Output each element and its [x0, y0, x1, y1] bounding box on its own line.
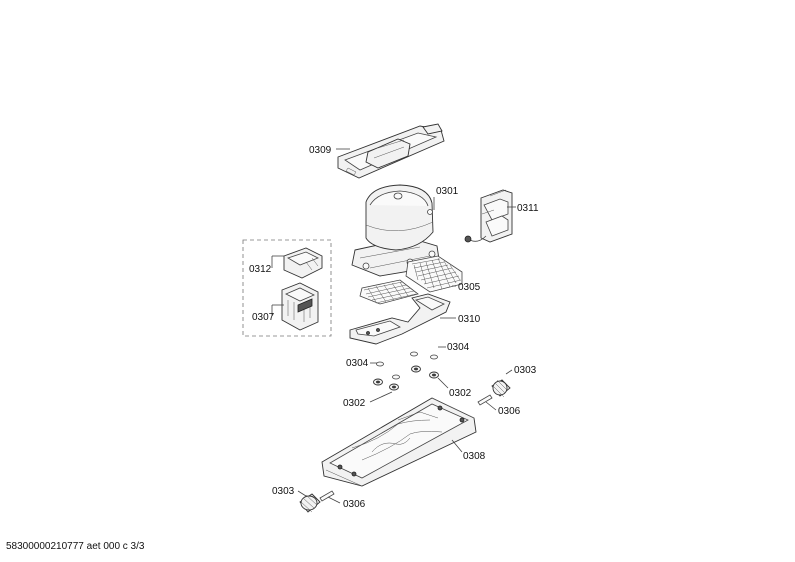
part-0304-washers: [376, 351, 438, 380]
kit-dashed-box: [242, 239, 332, 337]
label-0303-right: 0303: [514, 365, 537, 376]
part-0303-roller-left: [299, 493, 321, 513]
label-0304-right: 0304: [447, 342, 470, 353]
part-0308-base-plate: [321, 397, 477, 487]
leader-0306-right: [485, 401, 497, 411]
label-0311: 0311: [517, 203, 539, 214]
part-0305-grille-mat: [359, 255, 463, 305]
leader-0303-right: [505, 369, 513, 375]
leader-0302-right: [437, 377, 449, 389]
document-id-footer: 58300000210777 aet 000 c 3/3: [6, 541, 145, 552]
label-0306-right: 0306: [498, 406, 521, 417]
label-0301: 0301: [436, 186, 459, 197]
label-0310: 0310: [458, 314, 481, 325]
label-0308: 0308: [463, 451, 486, 462]
part-0310-drip-tray: [349, 293, 451, 345]
part-0306-axle-right: [477, 394, 493, 406]
label-0302-right: 0302: [449, 388, 472, 399]
label-0306-left: 0306: [343, 499, 366, 510]
label-0304-left: 0304: [346, 358, 369, 369]
label-0307: 0307: [252, 312, 275, 323]
leader-0306-left: [327, 496, 341, 504]
part-0307-electronic-module: [281, 282, 319, 331]
label-0303-left: 0303: [272, 486, 295, 497]
label-0312: 0312: [249, 264, 272, 275]
label-0302-left: 0302: [343, 398, 366, 409]
part-0309-cover: [337, 123, 445, 179]
label-0305: 0305: [458, 282, 481, 293]
label-0309: 0309: [309, 145, 332, 156]
part-0303-roller-right: [491, 379, 511, 398]
part-0302-grommets: [373, 365, 439, 391]
leader-0308: [451, 439, 463, 453]
leader-0302-left: [369, 391, 393, 403]
part-0312-cover: [283, 247, 323, 279]
leader-0303-left: [297, 490, 307, 497]
part-0311-relay: [464, 189, 513, 243]
part-0306-axle-left: [319, 490, 335, 502]
